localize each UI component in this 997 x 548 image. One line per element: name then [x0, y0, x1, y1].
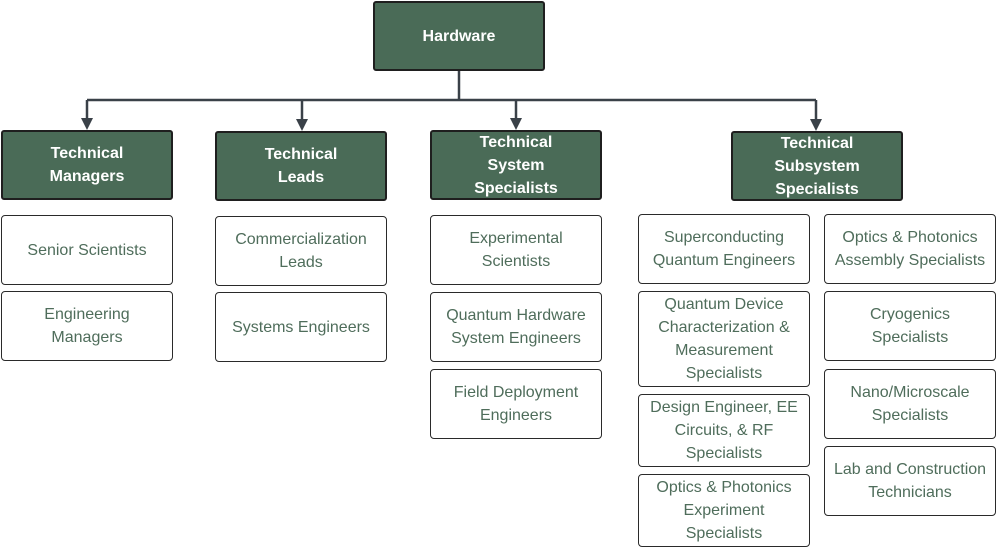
- header-technical-managers: Technical Managers: [1, 130, 173, 200]
- header-label: Technical Subsystem Specialists: [774, 134, 860, 198]
- header-label: Technical System Specialists: [474, 133, 558, 197]
- role-box-optics-photonics-assembly: Optics & Photonics Assembly Specialists: [824, 214, 996, 284]
- role-box-engineering-managers: Engineering Managers: [1, 291, 173, 361]
- role-label: Senior Scientists: [27, 241, 147, 259]
- role-box-design-engineer-ee-rf: Design Engineer, EE Circuits, & RF Speci…: [638, 394, 810, 467]
- role-label: Systems Engineers: [232, 318, 370, 336]
- role-label: Cryogenics Specialists: [869, 306, 951, 346]
- role-label: Commercialization Leads: [235, 231, 367, 271]
- header-technical-leads: Technical Leads: [215, 131, 387, 201]
- role-label: Optics & Photonics Experiment Specialist…: [656, 479, 792, 542]
- role-label: Quantum Device Characterization & Measur…: [658, 296, 790, 382]
- role-box-quantum-device-characterization: Quantum Device Characterization & Measur…: [638, 291, 810, 387]
- role-label: Design Engineer, EE Circuits, & RF Speci…: [650, 399, 798, 462]
- role-label: Superconducting Quantum Engineers: [652, 229, 796, 269]
- role-box-experimental-scientists: Experimental Scientists: [430, 215, 602, 285]
- root-label: Hardware: [422, 27, 496, 45]
- root-node-hardware: Hardware: [373, 1, 545, 71]
- role-label: Field Deployment Engineers: [453, 384, 579, 424]
- role-box-superconducting-quantum-engineers: Superconducting Quantum Engineers: [638, 214, 810, 284]
- role-label: Lab and Construction Technicians: [833, 461, 987, 501]
- header-technical-subsystem-specialists: Technical Subsystem Specialists: [731, 131, 903, 201]
- role-box-field-deployment-engineers: Field Deployment Engineers: [430, 369, 602, 439]
- role-box-lab-construction-technicians: Lab and Construction Technicians: [824, 446, 996, 516]
- role-box-cryogenics-specialists: Cryogenics Specialists: [824, 291, 996, 361]
- header-label: Technical Managers: [49, 145, 125, 185]
- role-label: Experimental Scientists: [469, 230, 563, 270]
- role-label: Engineering Managers: [44, 306, 130, 346]
- role-box-quantum-hardware-system-engineers: Quantum Hardware System Engineers: [430, 292, 602, 362]
- role-box-senior-scientists: Senior Scientists: [1, 215, 173, 285]
- role-box-nano-microscale-specialists: Nano/Microscale Specialists: [824, 369, 996, 439]
- role-box-commercialization-leads: Commercialization Leads: [215, 216, 387, 286]
- header-label: Technical Leads: [264, 146, 338, 186]
- role-box-optics-photonics-experiment: Optics & Photonics Experiment Specialist…: [638, 474, 810, 547]
- role-label: Nano/Microscale Specialists: [850, 384, 970, 424]
- role-box-systems-engineers: Systems Engineers: [215, 292, 387, 362]
- header-technical-system-specialists: Technical System Specialists: [430, 130, 602, 200]
- role-label: Optics & Photonics Assembly Specialists: [834, 229, 986, 269]
- role-label: Quantum Hardware System Engineers: [446, 307, 586, 347]
